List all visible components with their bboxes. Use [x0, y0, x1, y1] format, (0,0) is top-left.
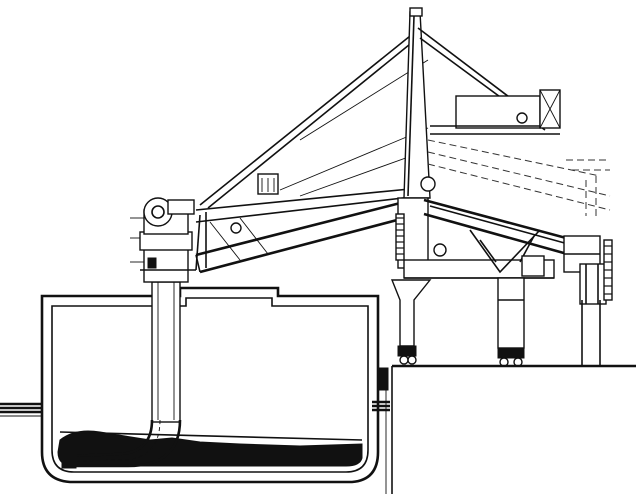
hatched-panels — [395, 213, 613, 301]
discharge-conveyor — [423, 198, 601, 273]
alternate-position-dashed — [427, 139, 611, 216]
portal-gantry — [390, 229, 607, 349]
counterweight-arm — [417, 27, 561, 135]
ship-hull — [40, 286, 380, 484]
wheel-bogies — [397, 345, 525, 367]
quay-wall — [377, 300, 636, 494]
turret-head — [130, 197, 196, 283]
main-boom — [195, 173, 421, 274]
luffing-rods — [199, 27, 429, 209]
cargo-heap — [57, 430, 363, 467]
deck-coaming — [180, 287, 278, 299]
water-surface-lines — [0, 400, 390, 417]
